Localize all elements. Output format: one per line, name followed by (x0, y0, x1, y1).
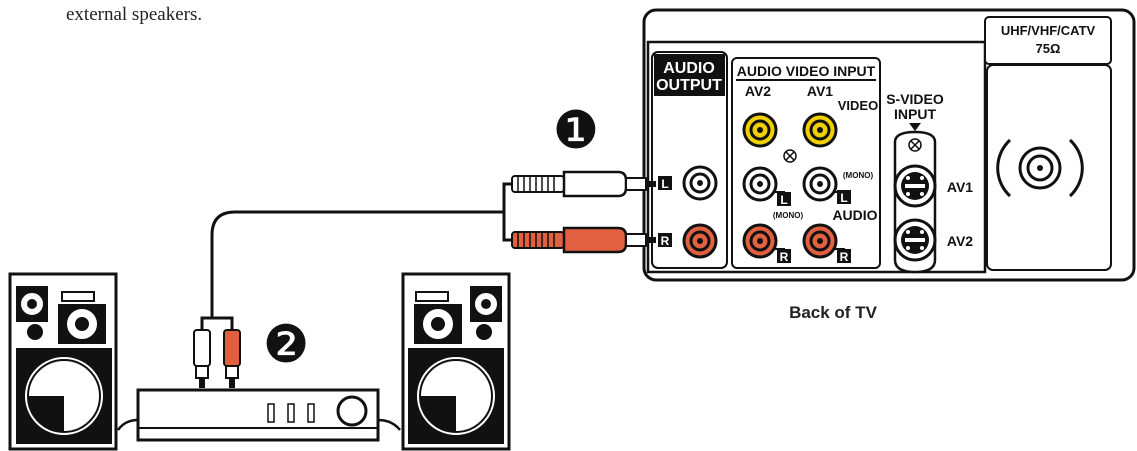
white-rca-plug-icon (511, 170, 656, 198)
audio-cable (193, 170, 656, 388)
av1-mono-label: (MONO) (843, 171, 874, 180)
av2-video-jack[interactable] (742, 112, 778, 148)
av2-right-tag: R (780, 250, 789, 264)
av1-audio-left-jack[interactable] (802, 166, 838, 202)
left-midrange-icon (58, 304, 106, 344)
audio-output-label-1: AUDIO (663, 60, 715, 77)
svideo-av1-jack[interactable] (893, 164, 937, 208)
av1-left-tag: L (840, 191, 847, 205)
tv-caption: Back of TV (789, 303, 878, 322)
amplifier-volume-knob[interactable] (336, 395, 368, 427)
video-label: VIDEO (838, 98, 878, 113)
left-tweeter-icon (16, 286, 48, 322)
av1-right-tag: R (840, 250, 849, 264)
svideo-screw-icon (908, 138, 922, 152)
audio-out-right-jack[interactable] (682, 223, 718, 259)
amp-white-rca-plug-icon (193, 329, 211, 388)
tv-back-panel: UHF/VHF/CATV 75Ω AUDIO OUTPUT L (642, 8, 1136, 322)
audio-out-left-jack[interactable] (682, 165, 718, 201)
svideo-av1-label: AV1 (947, 179, 973, 195)
antenna-impedance: 75Ω (1036, 41, 1061, 56)
right-midrange-icon (414, 304, 462, 344)
svideo-av2-label: AV2 (947, 233, 973, 249)
av-input-section: AUDIO VIDEO INPUT AV2 AV1 VIDEO (731, 57, 881, 269)
right-tweeter-icon (470, 286, 502, 322)
av-input-title: AUDIO VIDEO INPUT (737, 63, 876, 79)
av2-mono-label: (MONO) (773, 211, 804, 220)
svideo-label-2: INPUT (894, 106, 936, 122)
red-rca-plug-icon (511, 226, 656, 254)
antenna-jack[interactable] (996, 138, 1084, 198)
av2-left-tag: L (780, 193, 787, 207)
av1-video-jack[interactable] (802, 112, 838, 148)
av2-audio-left-jack[interactable] (742, 166, 778, 202)
antenna-section: UHF/VHF/CATV 75Ω (984, 16, 1112, 271)
right-woofer-icon (408, 348, 504, 444)
panel-screw-icon (783, 149, 797, 163)
intro-text: external speakers. (66, 4, 203, 25)
left-speaker (8, 272, 118, 451)
svideo-av2-jack[interactable] (893, 218, 937, 262)
av1-label: AV1 (807, 83, 833, 99)
audio-out-right-tag: R (661, 234, 670, 248)
amp-red-rca-plug-icon (223, 329, 241, 388)
av1-audio-right-jack[interactable] (802, 223, 838, 259)
audio-output-section: AUDIO OUTPUT L R (651, 51, 728, 269)
antenna-label: UHF/VHF/CATV (1001, 23, 1096, 38)
amplifier (116, 388, 401, 442)
audio-output-label-2: OUTPUT (656, 77, 722, 94)
svideo-section: S-VIDEO INPUT AV1 (886, 91, 973, 274)
av2-audio-right-jack[interactable] (742, 223, 778, 259)
step-1-marker: ❶ (553, 101, 600, 161)
av2-label: AV2 (745, 83, 771, 99)
svideo-label-1: S-VIDEO (886, 91, 944, 107)
audio-label: AUDIO (832, 207, 877, 223)
left-woofer-icon (16, 348, 112, 444)
audio-out-left-tag: L (661, 177, 668, 191)
step-2-marker: ❷ (263, 315, 310, 375)
right-speaker (401, 272, 511, 451)
